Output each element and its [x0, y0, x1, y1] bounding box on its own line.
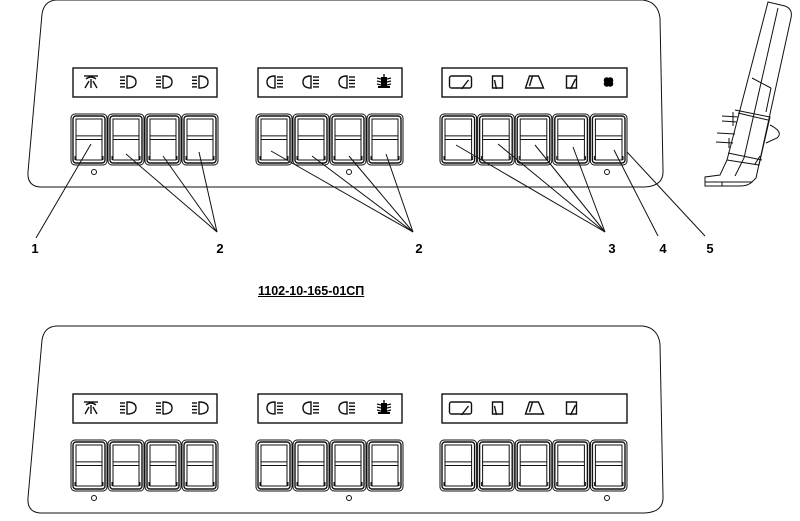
switch-group [255, 393, 404, 492]
headlight-beam-icon [120, 75, 137, 89]
rocker-switch[interactable] [107, 113, 145, 166]
callout-leader-line [162, 155, 218, 233]
switch-group [439, 393, 628, 492]
rocker-switch[interactable] [589, 113, 628, 166]
callout-leader-line [385, 153, 414, 233]
headlight-beam-icon [192, 401, 209, 415]
callout-number: 1 [31, 241, 38, 256]
callout-number: 5 [706, 241, 713, 256]
rocker-switch[interactable] [514, 439, 553, 492]
switch-group [439, 67, 628, 166]
windshield-wiper-icon [448, 401, 473, 416]
indicator-lamp [91, 495, 97, 501]
rocker-switch[interactable] [181, 113, 219, 166]
rocker-switch[interactable] [70, 113, 108, 166]
switch-group [70, 67, 219, 166]
rocker-switch[interactable] [292, 113, 330, 166]
rocker-switch[interactable] [329, 439, 367, 492]
panel-outline [27, 325, 664, 514]
indicator-lamp [91, 169, 97, 175]
symbol-strip [72, 393, 218, 424]
panel-outline [27, 0, 664, 188]
callout-leader-line [455, 144, 606, 233]
rear-light-icon [338, 75, 355, 89]
rocker-switch[interactable] [255, 113, 293, 166]
rocker-switch[interactable] [255, 439, 293, 492]
rocker-switch[interactable] [439, 113, 478, 166]
indicator-lamp [604, 169, 610, 175]
symbol-strip [257, 67, 403, 98]
interior-lamp-icon [84, 75, 98, 89]
headlight-beam-icon [156, 401, 173, 415]
rocker-switch[interactable] [181, 439, 219, 492]
rear-light-icon [338, 401, 355, 415]
symbol-strip [441, 67, 628, 98]
headlight-beam-icon [156, 75, 173, 89]
callout-leader-line [348, 155, 414, 233]
rocker-switch[interactable] [144, 439, 182, 492]
switch-group [255, 67, 404, 166]
rear-wiper-icon [524, 75, 545, 89]
callout-leader-line [198, 151, 218, 233]
rear-wiper-icon [524, 401, 545, 415]
rear-light-icon [302, 401, 319, 415]
callout-leader-line [572, 146, 606, 233]
callout-leader-line [626, 151, 706, 237]
rocker-switch[interactable] [70, 439, 108, 492]
symbol-strip [257, 393, 403, 424]
rocker-switch-side-view [704, 1, 792, 187]
windshield-wiper-icon [448, 75, 473, 90]
callout-leaders: 1 2 2 3 4 5 [31, 143, 714, 256]
rear-light-icon [266, 75, 283, 89]
drawing-code-label: 1102-10-165-01СП [258, 284, 365, 298]
rocker-switch[interactable] [366, 439, 404, 492]
indicator-lamp [604, 495, 610, 501]
rocker-switch[interactable] [589, 439, 628, 492]
callout-number: 2 [415, 241, 422, 256]
bottom-switch-panel [27, 325, 664, 514]
callout-leader-line [125, 153, 218, 233]
rocker-switch[interactable] [439, 439, 478, 492]
callout-leader-line [613, 149, 659, 237]
callout-leader-line [270, 150, 414, 233]
callout-number: 3 [608, 241, 615, 256]
rear-light-icon [266, 401, 283, 415]
indicator-lamp [346, 169, 352, 175]
rocker-switch[interactable] [107, 439, 145, 492]
callout-number: 2 [216, 241, 223, 256]
interior-lamp-icon [84, 401, 98, 415]
fan-icon [603, 77, 614, 87]
indicator-lamp [346, 495, 352, 501]
rocker-switch[interactable] [552, 113, 590, 166]
rocker-switch[interactable] [144, 113, 182, 166]
rocker-switch[interactable] [366, 113, 404, 166]
rocker-switch[interactable] [552, 439, 590, 492]
callout-leader-line [35, 143, 92, 239]
rocker-switch[interactable] [329, 113, 367, 166]
symbol-strip [72, 67, 218, 98]
door-window-wiper-icon [565, 401, 578, 416]
headlight-beam-icon [120, 401, 137, 415]
beacon-icon [376, 74, 392, 88]
side-window-wiper-icon [491, 401, 504, 416]
beacon-icon [376, 400, 392, 414]
callout-number: 4 [659, 241, 667, 256]
rocker-switch[interactable] [477, 439, 515, 492]
door-window-wiper-icon [565, 75, 578, 90]
rocker-switch[interactable] [292, 439, 330, 492]
callout-leader-line [311, 155, 414, 233]
side-window-wiper-icon [491, 75, 504, 90]
symbol-strip [441, 393, 628, 424]
top-switch-panel [27, 0, 664, 188]
callout-leader-line [534, 144, 606, 233]
rocker-switch[interactable] [514, 113, 553, 166]
switch-group [70, 393, 219, 492]
rocker-switch[interactable] [477, 113, 515, 166]
rear-light-icon [302, 75, 319, 89]
callout-leader-line [497, 143, 606, 233]
headlight-beam-icon [192, 75, 209, 89]
